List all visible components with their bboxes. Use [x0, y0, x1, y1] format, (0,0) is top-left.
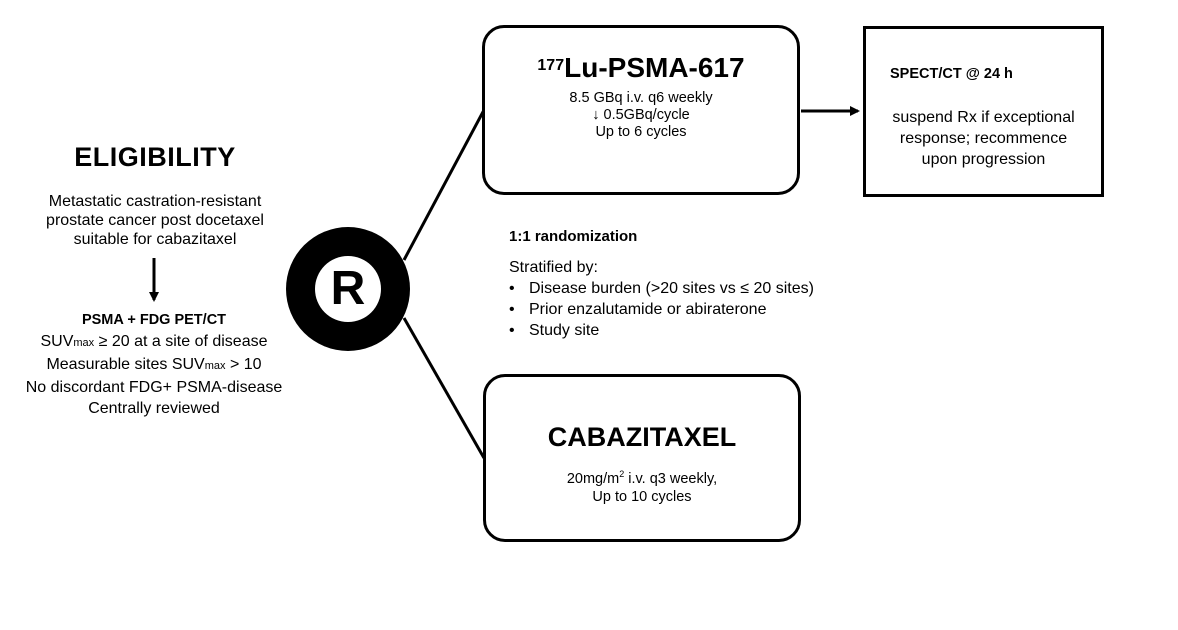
- spect-ct-box: SPECT/CT @ 24 h suspend Rx if exceptiona…: [863, 26, 1104, 197]
- eligibility-line: suitable for cabazitaxel: [73, 231, 237, 248]
- spect-title: SPECT/CT @ 24 h: [890, 66, 1013, 82]
- pet-title: PSMA + FDG PET/CT: [81, 312, 227, 328]
- cabazitaxel-details: 20mg/m2 i.v. q3 weekly, Up to 10 cycles: [486, 465, 798, 506]
- cab-dose: 20mg/m2 i.v. q3 weekly,: [566, 469, 718, 487]
- strat-factor: Study site: [509, 320, 814, 341]
- lu-psma-title: 177Lu-PSMA-617: [537, 52, 745, 83]
- stratified-by-label: Stratified by:: [509, 259, 598, 276]
- randomization-node: R: [286, 227, 410, 351]
- strat-factor: Disease burden (>20 sites vs ≤ 20 sites): [509, 278, 814, 299]
- eligibility-title: ELIGIBILITY: [74, 142, 236, 172]
- randomization-symbol: R: [315, 256, 381, 322]
- connector-to-cab-arm: [402, 317, 486, 459]
- cabazitaxel-title: CABAZITAXEL: [547, 422, 737, 452]
- lu-dose-reduction: ↓ 0.5GBq/cycle: [592, 107, 690, 123]
- pet-measurable-criterion: Measurable sites SUVmax > 10: [46, 356, 262, 373]
- lu-psma-details: 8.5 GBq i.v. q6 weekly ↓ 0.5GBq/cycle Up…: [485, 90, 797, 141]
- stratification-factors: Disease burden (>20 sites vs ≤ 20 sites)…: [509, 278, 814, 341]
- randomization-label: 1:1 randomization: [509, 228, 638, 245]
- lu-cycles: Up to 6 cycles: [595, 124, 687, 140]
- eligibility-line: Metastatic castration-resistant: [48, 193, 262, 210]
- eligibility-line: prostate cancer post docetaxel: [46, 212, 264, 229]
- cab-cycles: Up to 10 cycles: [592, 488, 692, 505]
- lu-psma-arm-box: 177Lu-PSMA-617 8.5 GBq i.v. q6 weekly ↓ …: [482, 25, 800, 195]
- connector-to-lu-arm: [402, 109, 486, 261]
- pet-criteria: PSMA + FDG PET/CT SUVmax ≥ 20 at a site …: [8, 310, 300, 419]
- cabazitaxel-arm-box: CABAZITAXEL 20mg/m2 i.v. q3 weekly, Up t…: [483, 374, 801, 542]
- stratification-section: Stratified by: Disease burden (>20 sites…: [509, 257, 814, 341]
- lu-dose: 8.5 GBq i.v. q6 weekly: [569, 90, 713, 106]
- spect-description: suspend Rx if exceptional response; reco…: [892, 109, 1075, 168]
- eligibility-description: Metastatic castration-resistant prostate…: [15, 192, 295, 249]
- pet-suv-criterion: SUVmax ≥ 20 at a site of disease: [40, 333, 268, 350]
- strat-factor: Prior enzalutamide or abiraterone: [509, 299, 814, 320]
- pet-review-note: Centrally reviewed: [88, 400, 220, 417]
- pet-discordant-criterion: No discordant FDG+ PSMA-disease: [25, 379, 283, 396]
